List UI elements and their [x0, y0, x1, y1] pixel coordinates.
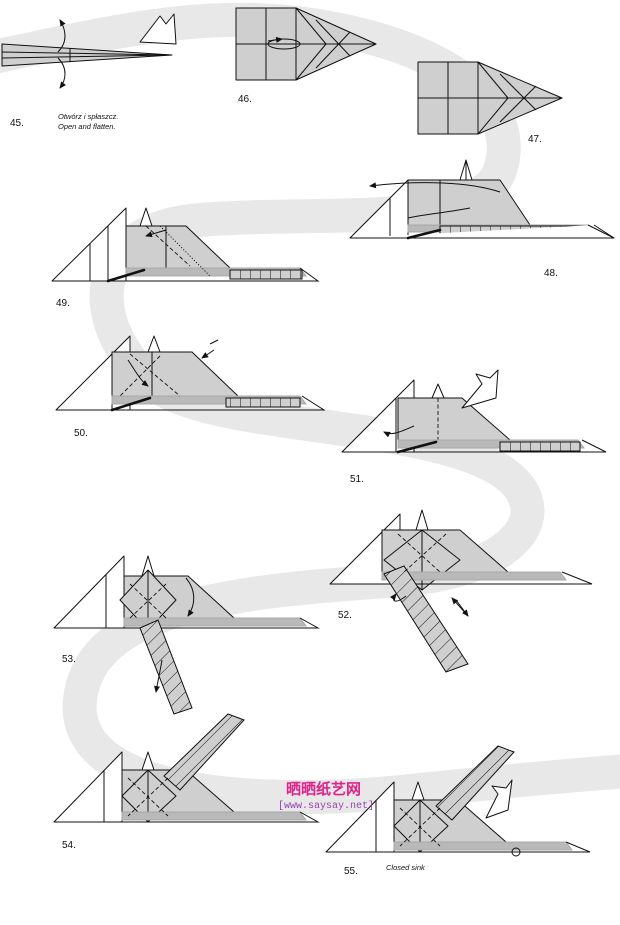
step-54-diagram	[53, 713, 320, 823]
step-49-diagram	[51, 207, 320, 283]
step-number-53: 53.	[62, 654, 76, 665]
step-number-46: 46.	[238, 94, 252, 105]
step-number-55: 55.	[344, 866, 358, 877]
step-number-51: 51.	[350, 474, 364, 485]
step-51-diagram	[341, 369, 607, 454]
step-50-diagram	[55, 335, 326, 412]
step-53-diagram	[53, 555, 320, 715]
step-number-47: 47.	[528, 134, 542, 145]
step-number-48: 48.	[544, 268, 558, 279]
step-number-52: 52.	[338, 610, 352, 621]
step-55-note: Closed sink	[386, 863, 426, 872]
step-46-diagram	[235, 7, 377, 81]
step-55-diagram	[325, 745, 591, 857]
step-number-45: 45.	[10, 118, 24, 129]
watermark-title: 晒晒纸艺网	[286, 780, 361, 798]
step-45-diagram	[1, 13, 177, 89]
step-48-diagram	[349, 159, 615, 240]
step-number-54: 54.	[62, 840, 76, 851]
step-45-note-en: Open and flatten.	[58, 122, 116, 131]
step-number-49: 49.	[56, 298, 70, 309]
push-arrow-icon	[461, 369, 499, 409]
push-arrow-icon	[485, 779, 513, 819]
step-45-note-pl: Otwórz i spłaszcz.	[58, 112, 118, 121]
watermark-url: [www.saysay.net]	[278, 800, 374, 812]
push-arrow-icon	[139, 13, 177, 45]
step-47-diagram	[417, 61, 563, 135]
step-52-diagram	[329, 509, 593, 673]
step-number-50: 50.	[74, 428, 88, 439]
